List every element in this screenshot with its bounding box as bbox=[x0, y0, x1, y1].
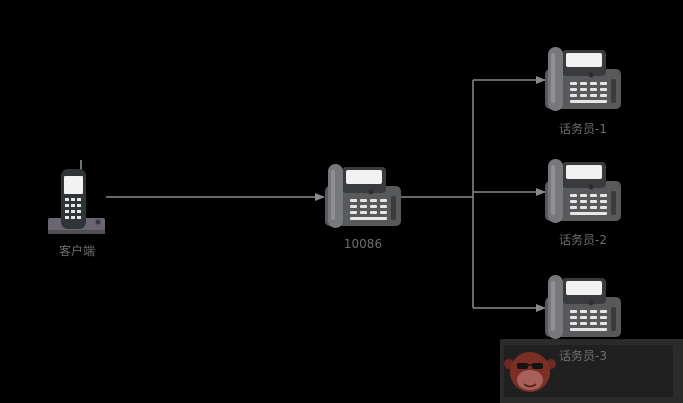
client-label: 客户端 bbox=[59, 243, 95, 258]
node-10086[interactable]: 10086 bbox=[325, 164, 401, 251]
node-operator-3[interactable] bbox=[545, 275, 621, 339]
operator-1-label: 话务员-1 bbox=[559, 121, 607, 136]
monkey-sunglasses-avatar-icon bbox=[504, 352, 556, 392]
hub-label: 10086 bbox=[344, 237, 382, 251]
fax-phone-icon bbox=[325, 164, 401, 228]
overlay-panel bbox=[500, 339, 683, 403]
node-operator-1[interactable]: 话务员-1 bbox=[545, 47, 621, 136]
fax-phone-icon bbox=[545, 47, 621, 111]
operator-3-label: 话务员-3 bbox=[559, 348, 607, 363]
node-operator-2[interactable]: 话务员-2 bbox=[545, 159, 621, 247]
operator-2-label: 话务员-2 bbox=[559, 232, 607, 247]
node-client[interactable]: 客户端 bbox=[48, 160, 105, 258]
fax-phone-icon bbox=[545, 275, 621, 339]
connector-lines bbox=[106, 76, 546, 312]
fax-phone-icon bbox=[545, 159, 621, 223]
cordless-phone-icon bbox=[48, 160, 105, 234]
